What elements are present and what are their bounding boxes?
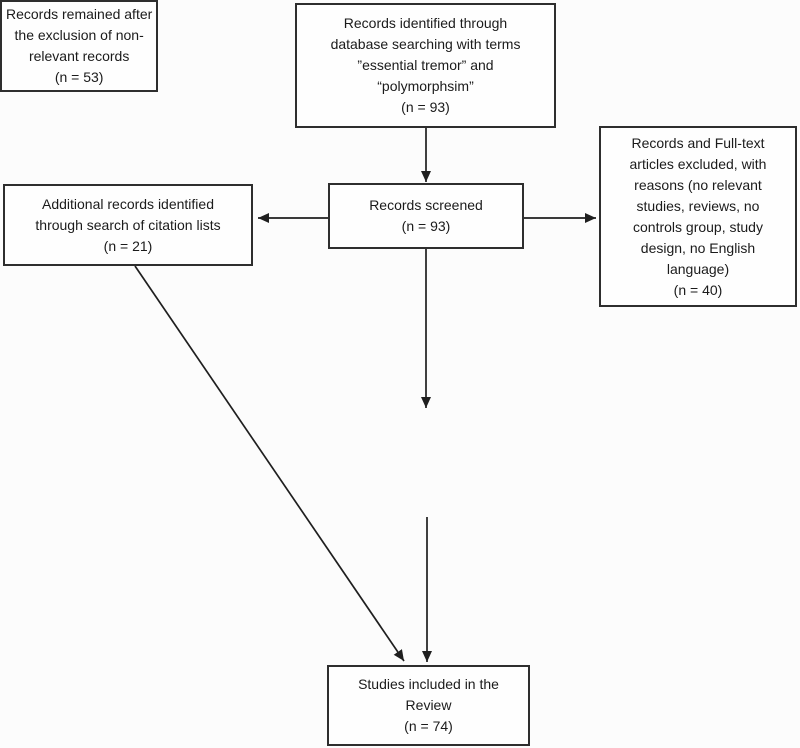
node-additional-records: Additional records identified through se… [3,184,253,266]
node-records-identified: Records identified through database sear… [295,3,556,128]
arrow-additional-to-included [134,265,405,662]
node-records-excluded: Records and Full-text articles excluded,… [599,126,797,307]
node-records-remained: Records remained after the exclusion of … [0,0,159,92]
node-studies-included: Studies included in the Review (n = 74) [327,665,530,746]
node-records-screened: Records screened (n = 93) [328,183,524,249]
